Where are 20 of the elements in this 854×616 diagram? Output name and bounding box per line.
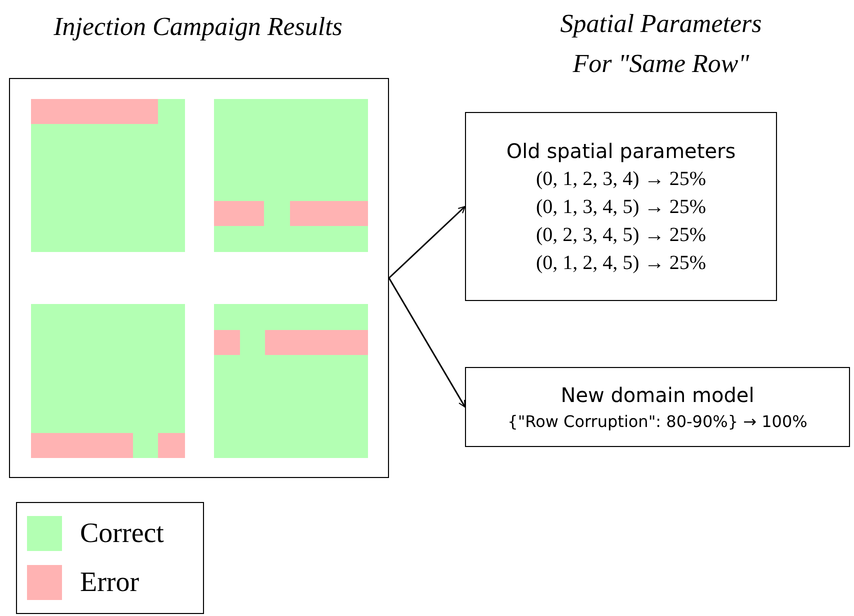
box-heading: New domain model — [560, 383, 754, 407]
parameter-line: {"Row Corruption": 80-90%} → 100% — [508, 412, 808, 431]
results-panel — [9, 78, 389, 478]
arrow — [388, 206, 466, 279]
grid-drawing — [31, 99, 185, 252]
legend-label: Correct — [80, 518, 164, 550]
grid-drawing — [214, 304, 368, 458]
parameter-line: (0, 1, 2, 3, 4) → 25% — [536, 168, 706, 190]
parameter-line: (0, 1, 2, 4, 5) → 25% — [536, 252, 706, 274]
section-heading: Spatial Parameters For "Same Row" — [559, 8, 763, 80]
panel-heading: Injection Campaign Results — [54, 12, 342, 42]
parameter-line: (0, 2, 3, 4, 5) → 25% — [536, 224, 706, 246]
arrow — [388, 278, 466, 408]
parameter-box — [465, 367, 850, 447]
parameter-box — [465, 112, 777, 301]
box-heading: Old spatial parameters — [506, 138, 736, 162]
legend-label: Error — [80, 566, 140, 598]
parameter-line: (0, 1, 3, 4, 5) → 25% — [536, 196, 706, 218]
grid-drawing — [31, 304, 185, 458]
grid-drawing — [214, 99, 368, 252]
